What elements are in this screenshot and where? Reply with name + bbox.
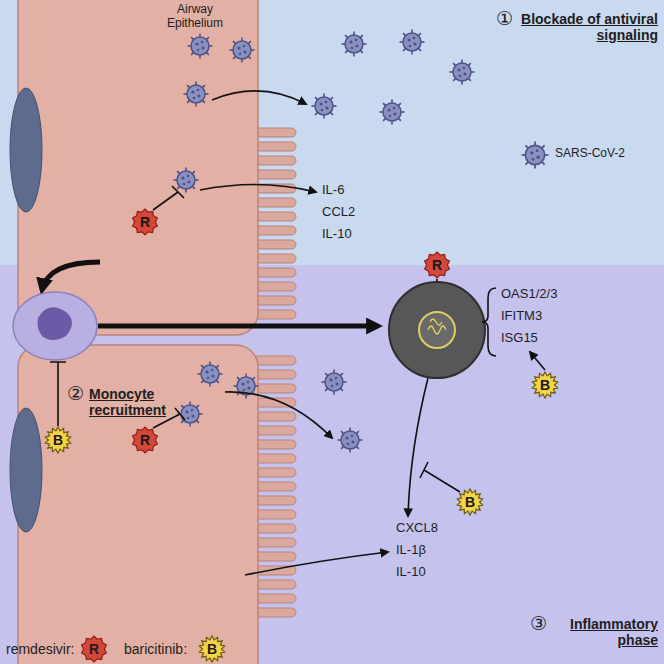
virus (312, 94, 337, 119)
virus-export-arrow (225, 392, 332, 438)
secretion-arrow (245, 552, 388, 575)
drug-badge-shape (133, 209, 158, 235)
secretion-arrow (200, 184, 316, 192)
virus (178, 402, 203, 427)
recruitment-arrow (42, 262, 100, 290)
annotation-label: CXCL8 (396, 521, 438, 536)
badge-letter: R (432, 257, 442, 273)
annotation-label: ② (67, 383, 84, 405)
drug-badge: R (131, 208, 159, 236)
drug-badge: R (423, 251, 451, 279)
arrows (200, 91, 545, 575)
drug-badge: B (456, 488, 484, 516)
monocyte (13, 292, 97, 360)
epithelial-cell (18, 0, 258, 335)
virus (188, 34, 213, 59)
badge-letter: B (465, 494, 475, 510)
annotation-label: OAS1/2/3 (501, 287, 557, 302)
annotation-label: ① (496, 8, 513, 30)
annotation-label: Inflammatory phase (552, 616, 658, 648)
induction-arrow (530, 352, 545, 370)
virus (198, 362, 223, 387)
badge-letter: R (140, 432, 150, 448)
legend-text: baricitinib: (124, 641, 187, 657)
annotation-label: ISG15 (501, 331, 538, 346)
virus-icon (522, 142, 549, 169)
legend-text: remdesivir: (6, 641, 74, 657)
legend-badge-letter: B (207, 641, 217, 657)
badge-letter: B (53, 432, 63, 448)
badge-letter: B (540, 377, 550, 393)
epithelial-cell (18, 345, 258, 664)
virus (450, 60, 475, 85)
virus (338, 428, 363, 453)
inhibition-line (153, 186, 184, 210)
virus (184, 82, 209, 107)
drug-badge-shape (532, 372, 557, 398)
drug-badge: B (44, 426, 72, 454)
virus-export-arrow (212, 91, 306, 104)
drug-badge: R (131, 426, 159, 454)
nucleus (10, 408, 42, 532)
annotation-label: IL-10 (396, 565, 426, 580)
inhibition-line (50, 362, 66, 426)
annotation-label: IFITM3 (501, 309, 542, 324)
drug-badge-shape (45, 427, 70, 453)
virus (380, 100, 405, 125)
virus (230, 38, 255, 63)
drug-badge-shape (425, 252, 450, 278)
nucleus (10, 88, 42, 212)
brace (482, 288, 496, 356)
secretion-arrow (408, 378, 428, 516)
badge-letter: R (140, 214, 150, 230)
drug-badge-shape (199, 636, 224, 662)
legend-samples (82, 636, 225, 662)
virus (322, 370, 347, 395)
drug-badge-shape (133, 427, 158, 453)
monocyte-nucleus (38, 307, 73, 340)
macrophage (389, 282, 485, 378)
viral-replication-site (419, 312, 455, 348)
legend-badge-letter: R (89, 641, 99, 657)
annotation-label: Monocyte recruitment (89, 386, 185, 418)
drug-badge-shape (82, 636, 107, 662)
annotation-label: Airway Epithelium (148, 3, 242, 31)
annotation-label: Blockade of antiviral signaling (520, 11, 658, 43)
differentiation-arrow (98, 324, 378, 329)
annotation-label: SARS-CoV-2 (555, 147, 625, 161)
annotation-label: CCL2 (322, 205, 355, 220)
virus (174, 168, 199, 193)
virus (400, 30, 425, 55)
annotation-label: IL-10 (322, 227, 352, 242)
annotation-label: IL-6 (322, 183, 344, 198)
annotation-label: IL-1β (396, 543, 426, 558)
drug-badge: B (531, 371, 559, 399)
virus (342, 32, 367, 57)
inhibition-line (420, 462, 460, 492)
annotation-label: ③ (530, 613, 547, 635)
viral-rna (428, 319, 446, 334)
drug-badge-shape (457, 489, 482, 515)
